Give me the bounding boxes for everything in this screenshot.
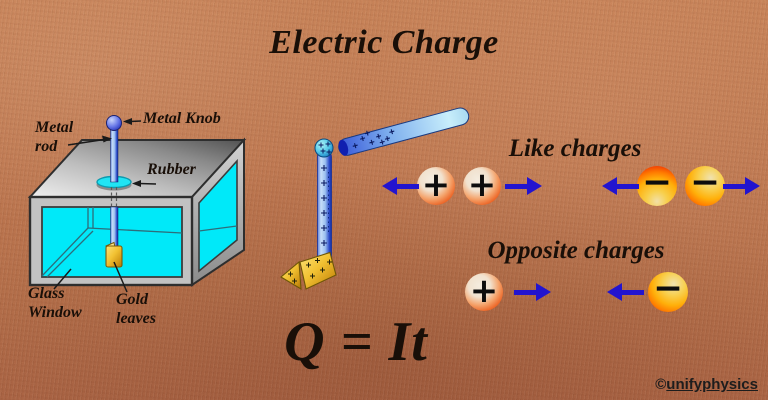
knob-charge-marks xyxy=(318,141,332,155)
box-interior-lines xyxy=(41,207,183,278)
rod-charge-marks xyxy=(321,165,327,246)
metal-knob xyxy=(106,115,122,131)
repel-arrow-right-icon xyxy=(504,177,542,196)
like-charges-row: + + − − xyxy=(382,162,760,206)
positive-charge-ball: + xyxy=(463,167,501,205)
watermark: ©unifyphysics xyxy=(655,376,758,393)
repel-arrow-left-icon xyxy=(602,177,640,196)
plus-symbol: + xyxy=(467,164,497,205)
label-metal-rod: Metal rod xyxy=(35,119,74,155)
minus-symbol: − xyxy=(652,268,684,309)
like-charges-heading: Like charges xyxy=(508,135,642,162)
page-title: Electric Charge xyxy=(269,24,499,61)
formula-text: Q = It xyxy=(284,311,428,373)
charged-rod xyxy=(338,107,470,156)
positive-charge-ball: + xyxy=(465,273,503,311)
repel-arrow-left-icon xyxy=(382,177,420,196)
negative-charge-ball: − xyxy=(685,162,725,206)
plus-symbol: + xyxy=(421,164,451,205)
electroscope-gold-leaf xyxy=(105,241,123,268)
watermark-name: unifyphysics xyxy=(666,376,758,393)
label-metal-knob: Metal Knob xyxy=(143,110,221,127)
opposite-charges-row: + − xyxy=(465,268,688,312)
spread-gold-leaves xyxy=(280,251,337,291)
front-glass-window xyxy=(41,206,183,278)
rubber-disk xyxy=(96,175,132,189)
label-gold-leaves: Gold leaves xyxy=(116,291,156,327)
minus-symbol: − xyxy=(641,162,673,203)
label-glass-window: Glass Window xyxy=(28,285,82,321)
negative-charge-ball: − xyxy=(648,268,688,312)
attract-arrow-right-icon xyxy=(513,283,551,302)
label-rubber: Rubber xyxy=(147,161,196,178)
attract-arrow-left-icon xyxy=(607,283,645,302)
opposite-charges-heading: Opposite charges xyxy=(487,237,665,264)
positive-charge-ball: + xyxy=(417,167,455,205)
rod-hidden-section xyxy=(110,187,118,206)
minus-symbol: − xyxy=(689,162,721,203)
rod-top-knob xyxy=(314,138,334,158)
copyright-symbol: © xyxy=(655,376,667,393)
plus-symbol: + xyxy=(469,270,499,311)
repel-arrow-right-icon xyxy=(722,177,760,196)
negative-charge-ball: − xyxy=(637,162,677,206)
